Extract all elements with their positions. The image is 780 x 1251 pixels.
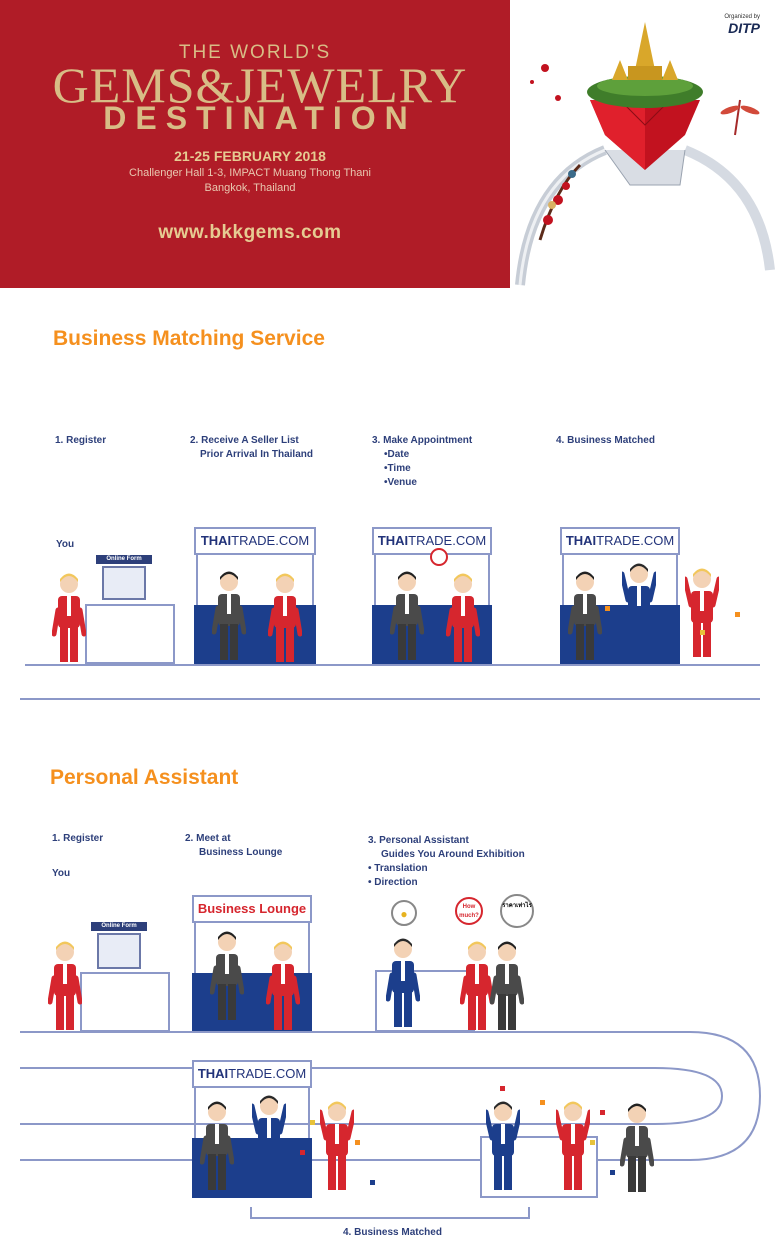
speech-bubble-en: How much? (455, 897, 483, 925)
bm-you-label: You (56, 539, 75, 550)
confetti (690, 600, 695, 605)
lightbulb-icon: ● (391, 900, 417, 926)
confetti (500, 1086, 505, 1091)
confetti (300, 1150, 305, 1155)
ditp-logo: DITP (728, 20, 760, 36)
pa-you-label: You (52, 868, 71, 879)
pa-path-lines (20, 1031, 762, 1161)
visitor-figure (682, 565, 722, 661)
visitor-figure (445, 570, 481, 666)
visitor-figure (267, 570, 303, 666)
thaitrade-sign: THAITRADE.COM (194, 527, 316, 555)
step4-bracket (250, 1207, 530, 1219)
seller-figure (199, 1098, 235, 1194)
ring-image: Organized by DITP (510, 0, 780, 288)
bm-step-2-line-1: 2. Receive A Seller List (190, 435, 299, 446)
title-destination: DESTINATION (103, 100, 417, 136)
confetti (735, 612, 740, 617)
bm-step-3: 3. Make Appointment •Date •Time •Venue (372, 434, 472, 490)
pa-step-3-item: • Direction (368, 877, 418, 888)
bm-step-2: 2. Receive A Seller List Prior Arrival I… (190, 434, 313, 462)
organizer-logo: Organized by DITP (724, 14, 760, 36)
assistant-figure (483, 1098, 523, 1194)
confetti (310, 1120, 315, 1125)
ruby-ring-illustration (515, 22, 775, 286)
confetti (370, 1180, 375, 1185)
visitor-figure (553, 1098, 593, 1194)
seller-figure (211, 568, 247, 664)
seller-figure (389, 568, 425, 664)
banner-red-panel: THE WORLD'S GEMS&JEWELRY DESTINATION 21-… (0, 0, 510, 288)
computer-icon (102, 566, 146, 600)
pa-step-3-item: • Translation (368, 863, 428, 874)
bm-divider-line (20, 698, 760, 700)
bm-step-3-item: •Date (384, 449, 410, 460)
pa-step-4: 4. Business Matched (343, 1227, 442, 1238)
seller-figure (489, 938, 525, 1034)
business-lounge-sign: Business Lounge (192, 895, 312, 923)
visitor-figure (459, 938, 495, 1034)
bm-step-3-item: •Venue (384, 477, 417, 488)
thaitrade-sign: THAITRADE.COM (192, 1060, 312, 1088)
bm-step-1: 1. Register (55, 435, 107, 446)
title-gems-jewelry: GEMS&JEWELRY (52, 57, 468, 113)
visitor-figure (47, 938, 83, 1034)
pa-step-2-line-1: 2. Meet at (185, 833, 231, 844)
visitor-figure (51, 570, 87, 666)
seller-figure (209, 928, 245, 1024)
confetti (605, 606, 610, 611)
bm-step-3-line-1: 3. Make Appointment (372, 435, 473, 446)
event-venue: Challenger Hall 1-3, IMPACT Muang Thong … (90, 166, 410, 196)
visitor-figure (317, 1098, 357, 1194)
website-link[interactable]: www.bkkgems.com (158, 222, 342, 243)
business-matching-title: Business Matching Service (53, 327, 325, 350)
assistant-figure (249, 1092, 289, 1188)
venue-line-1: Challenger Hall 1-3, IMPACT Muang Thong … (129, 167, 371, 179)
computer-icon (97, 933, 141, 969)
pa-step-2-line-2: Business Lounge (199, 847, 283, 858)
confetti (610, 1170, 615, 1175)
pa-step-3-line-2: Guides You Around Exhibition (381, 849, 525, 860)
pa-step-3: 3. Personal Assistant Guides You Around … (368, 834, 525, 890)
personal-assistant-title: Personal Assistant (50, 766, 239, 789)
pa-register-desk (80, 972, 170, 1032)
pa-step-2: 2. Meet at Business Lounge (185, 832, 282, 860)
bm-step-2-line-2: Prior Arrival In Thailand (200, 449, 313, 460)
assistant-figure (385, 935, 421, 1031)
confetti (600, 1110, 605, 1115)
bm-register-desk (85, 604, 175, 664)
seller-figure (567, 568, 603, 664)
confetti (660, 650, 665, 655)
bm-step-4: 4. Business Matched (556, 435, 655, 446)
confetti (355, 1140, 360, 1145)
pa-step-3-line-1: 3. Personal Assistant (368, 835, 469, 846)
visitor-figure (265, 938, 301, 1034)
speech-bubble-th: ราคาเท่าไร (500, 894, 534, 928)
bm-step-3-item: •Time (384, 463, 411, 474)
pa-online-form-tag: Online Form (91, 922, 147, 931)
confetti (700, 630, 705, 635)
confetti (590, 1140, 595, 1145)
title-small: THE WORLD'S (178, 42, 332, 63)
confetti (540, 1100, 545, 1105)
event-dates: 21-25 FEBRUARY 2018 (174, 148, 326, 164)
organizer-label: Organized by (724, 14, 760, 20)
thaitrade-sign: THAITRADE.COM (560, 527, 680, 555)
pa-step-1: 1. Register (52, 833, 104, 844)
bm-floor-line (25, 664, 760, 666)
seller-figure (619, 1100, 655, 1196)
bm-online-form-tag: Online Form (96, 555, 152, 564)
phone-call-icon (430, 548, 448, 566)
confetti (620, 630, 625, 635)
assistant-figure (619, 560, 659, 656)
venue-line-2: Bangkok, Thailand (204, 182, 296, 194)
event-banner: THE WORLD'S GEMS&JEWELRY DESTINATION 21-… (0, 0, 780, 288)
